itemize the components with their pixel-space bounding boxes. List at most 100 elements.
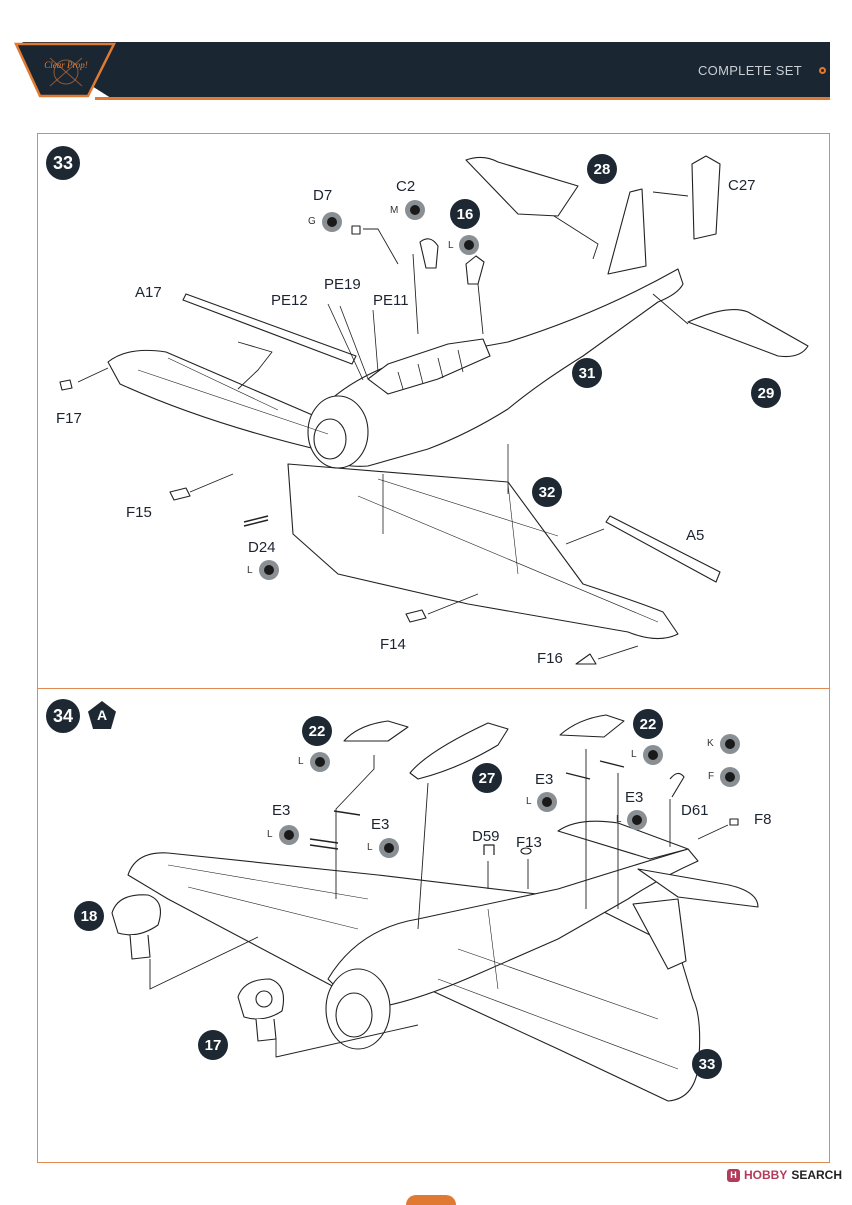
part-f14 [405, 609, 427, 623]
header-title: COMPLETE SET [697, 63, 802, 78]
part-c2 [419, 238, 439, 269]
part-label: D59 [472, 828, 500, 845]
paint-code: L [631, 749, 637, 760]
part-f16 [575, 653, 597, 665]
watermark-hobby: HOBBY [743, 1168, 788, 1182]
paint-code: L [526, 796, 532, 807]
part-label: F14 [380, 636, 406, 653]
center-wing-outline [287, 463, 679, 640]
rocket-pod-right [559, 714, 625, 738]
tailplane-underside [557, 820, 689, 860]
paint-swatch-icon [720, 767, 740, 787]
part-label: D7 [313, 187, 333, 204]
sub-step-badge: 22 [302, 716, 332, 746]
sub-step-badge: 33 [692, 1049, 722, 1079]
page-number-tab [406, 1195, 456, 1205]
sub-step-badge: 16 [450, 199, 480, 229]
propeller-18 [111, 894, 161, 936]
part-label: D24 [248, 539, 276, 556]
part-label: C27 [728, 177, 756, 194]
step-34-panel: 34 A 22 27 22 18 17 33 E3 E3 E3 E3 D59 F… [37, 689, 830, 1163]
part-label: C2 [396, 178, 416, 195]
part-label: D61 [681, 802, 709, 819]
part-label: F15 [126, 504, 152, 521]
step-33-drawing [59, 155, 809, 665]
paint-swatch-icon [720, 734, 740, 754]
paint-code: L [298, 756, 304, 767]
part-d7 [351, 225, 361, 235]
fuselage-belly [327, 848, 699, 1010]
part-label: E3 [371, 816, 390, 833]
left-wing-outline [107, 349, 339, 453]
tailplane-right [637, 868, 759, 908]
drop-tank [409, 722, 509, 780]
sub-step-badge: 22 [633, 709, 663, 739]
sub-step-badge: 28 [587, 154, 617, 184]
watermark: H HOBBY SEARCH [726, 1168, 842, 1182]
part-label: F16 [537, 650, 563, 667]
cockpit-opening [367, 338, 491, 395]
header-bar [22, 42, 830, 98]
brand-logo: Clear Prop! [14, 42, 117, 98]
part-e3 [309, 838, 339, 850]
part-f15 [169, 487, 191, 501]
paint-code: L [367, 842, 373, 853]
part-label: E3 [625, 789, 644, 806]
paint-code: M [390, 205, 399, 216]
paint-swatch-icon [459, 235, 479, 255]
part-label: E3 [272, 802, 291, 819]
part-label: A5 [686, 527, 705, 544]
part-16-seat [465, 255, 485, 285]
fin-underside [632, 898, 687, 970]
part-e3 [333, 810, 361, 816]
part-e3 [599, 760, 625, 768]
paint-code: L [247, 565, 253, 576]
part-d61 [669, 772, 685, 798]
part-label: F13 [516, 834, 542, 851]
stabilizer-29 [687, 309, 809, 358]
paint-swatch-icon [322, 212, 342, 232]
step-number-badge: 34 [46, 699, 80, 733]
header-dot-icon [819, 67, 826, 74]
part-d24 [243, 515, 269, 527]
paint-code: L [267, 829, 273, 840]
watermark-search: SEARCH [791, 1168, 842, 1182]
sub-step-badge: 27 [472, 763, 502, 793]
part-label: PE19 [324, 276, 361, 293]
paint-swatch-icon [627, 810, 647, 830]
part-label: A17 [135, 284, 162, 301]
step-33-panel: 33 28 16 31 29 32 D7 C2 C27 A17 PE19 PE1… [37, 133, 830, 689]
paint-code: F [708, 771, 715, 782]
part-label: F17 [56, 410, 82, 427]
paint-swatch-icon [310, 752, 330, 772]
stabilizer-28 [465, 156, 579, 217]
sub-step-badge: 29 [751, 378, 781, 408]
part-label: PE11 [373, 292, 409, 309]
part-label: F8 [754, 811, 772, 828]
paint-swatch-icon [379, 838, 399, 858]
part-d59 [483, 844, 495, 855]
paint-code: G [308, 216, 316, 227]
logo-text: Clear Prop! [44, 60, 87, 70]
paint-code: L [616, 814, 622, 825]
paint-code: K [707, 738, 714, 749]
sub-step-badge: 32 [532, 477, 562, 507]
sub-step-badge: 31 [572, 358, 602, 388]
part-f13 [520, 847, 532, 855]
paint-swatch-icon [537, 792, 557, 812]
sub-step-badge: 18 [74, 901, 104, 931]
flap-a5 [605, 515, 721, 583]
part-label: E3 [535, 771, 554, 788]
paint-swatch-icon [279, 825, 299, 845]
part-f8 [729, 818, 739, 826]
part-label: PE12 [271, 292, 308, 309]
part-f17 [59, 379, 73, 391]
paint-swatch-icon [259, 560, 279, 580]
step-34-drawing [111, 714, 759, 1102]
hobby-search-icon: H [726, 1168, 740, 1182]
step-number-badge: 33 [46, 146, 80, 180]
vertical-tail [607, 188, 647, 275]
flap-a17 [182, 293, 357, 365]
paint-code: L [448, 240, 454, 251]
rudder-c27 [691, 155, 721, 240]
